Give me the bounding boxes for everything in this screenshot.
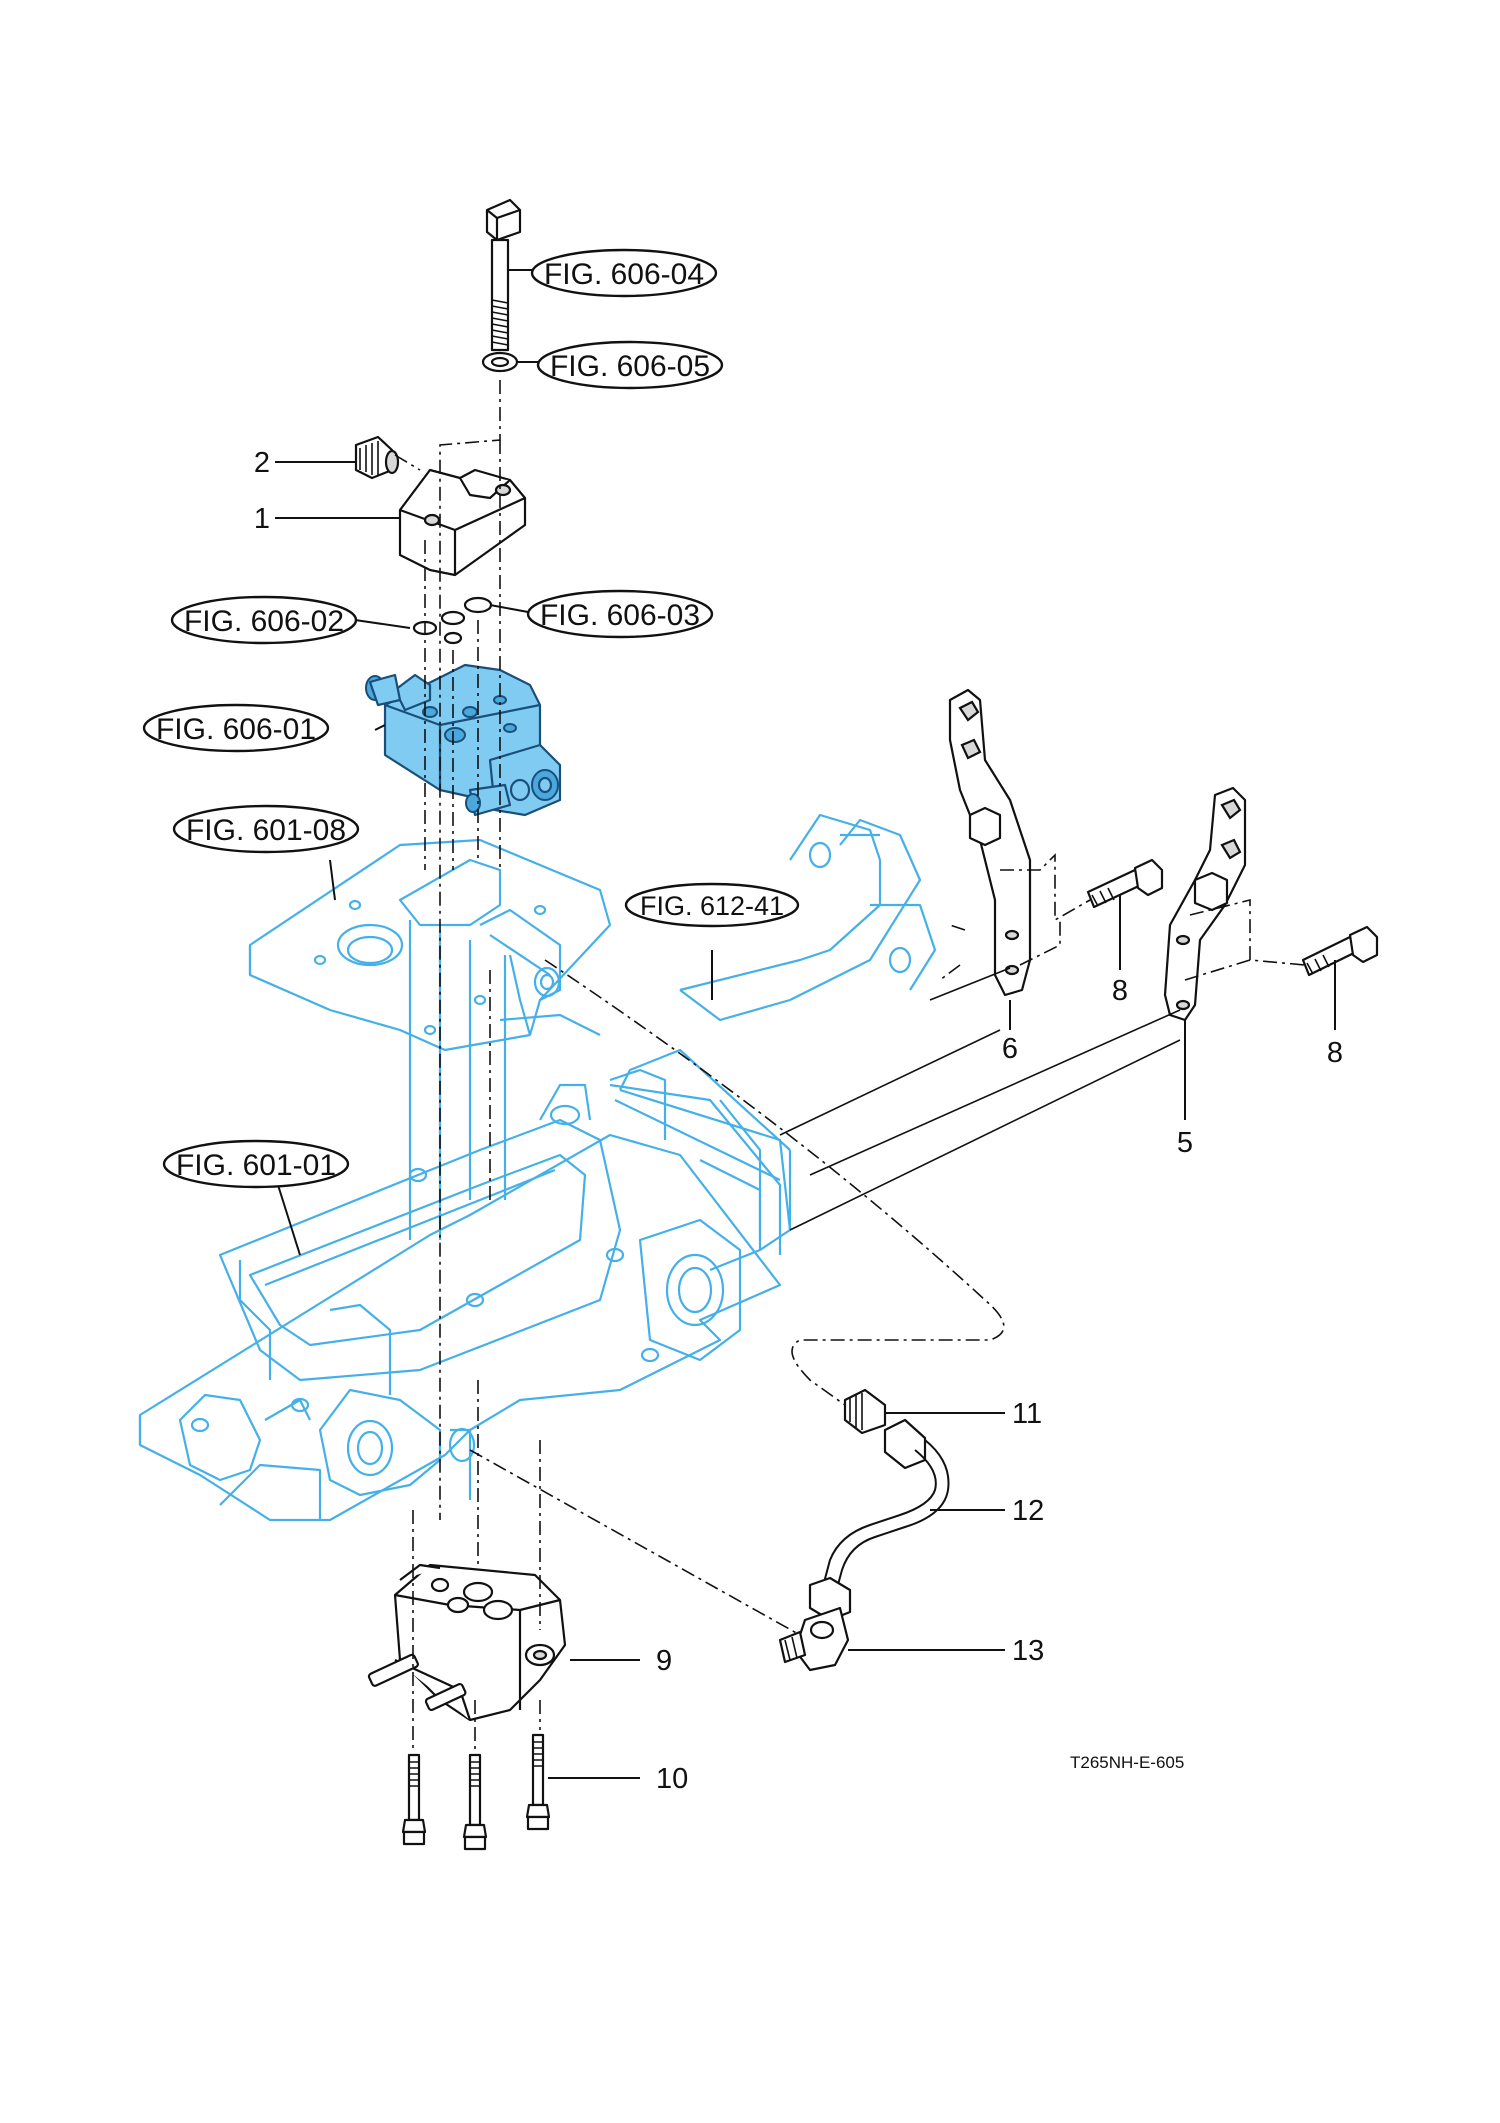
callout-fig-606-02: FIG. 606-02 [170,595,358,645]
part-number-10: 10 [656,1763,688,1795]
lift-arm [619,813,937,1251]
pipe-12 [808,1418,950,1622]
part-number-11: 11 [1012,1398,1042,1430]
callout-fig-606-01: FIG. 606-01 [142,703,330,753]
top-washer [481,351,519,373]
fitting-11 [843,1388,887,1435]
callout-fig-601-01: FIG. 601-01 [162,1139,350,1189]
control-valve [365,663,562,817]
cover-1 [398,468,527,577]
leader-lines [275,269,1336,1779]
callout-text: FIG. 606-03 [540,599,700,632]
callout-fig-612-41: FIG. 612-41 [624,882,800,928]
callout-text: FIG. 606-04 [544,258,704,291]
callout-fig-606-04: FIG. 606-04 [530,248,718,298]
bracket-6 [948,688,1032,997]
bolt-8-b [1301,925,1379,977]
plug-2 [354,435,400,480]
callout-text: FIG. 606-05 [550,350,710,383]
lower-bolts [401,1733,551,1851]
callout-fig-601-08: FIG. 601-08 [172,804,360,854]
bracket-5 [1163,786,1247,1022]
callout-fig-606-03: FIG. 606-03 [526,589,714,639]
hydraulic-housing [138,1013,782,1522]
bolt-10-b [462,1753,488,1851]
part-number-13: 13 [1012,1635,1044,1667]
assembly-lines [779,967,1181,1231]
part-number-8-a: 8 [1112,975,1128,1007]
callout-text: FIG. 606-01 [156,713,316,746]
part-number-8-b: 8 [1327,1037,1343,1069]
part-number-5: 5 [1177,1127,1193,1159]
part-number-1: 1 [254,503,270,535]
lower-control-valve [367,1563,567,1722]
elbow-13 [778,1606,850,1672]
callout-text: FIG. 601-01 [176,1149,336,1182]
part-number-6: 6 [1002,1033,1018,1065]
part-number-9: 9 [656,1645,672,1677]
part-number-2: 2 [254,447,270,479]
drawing-code: T265NH-E-605 [1070,1753,1184,1772]
centerlines [394,380,1306,1750]
bolt-8-a [1086,858,1164,909]
callout-text: FIG. 612-41 [640,891,784,921]
top-bolt [485,198,522,352]
part-numbers: 2 1 6 8 8 5 11 12 13 9 10 [254,447,1343,1795]
callout-text: FIG. 601-08 [186,814,346,847]
part-number-12: 12 [1012,1495,1044,1527]
callout-fig-606-05: FIG. 606-05 [536,340,724,390]
bolt-10-c [525,1733,551,1831]
bolt-10-a [401,1753,427,1846]
callout-text: FIG. 606-02 [184,605,344,638]
